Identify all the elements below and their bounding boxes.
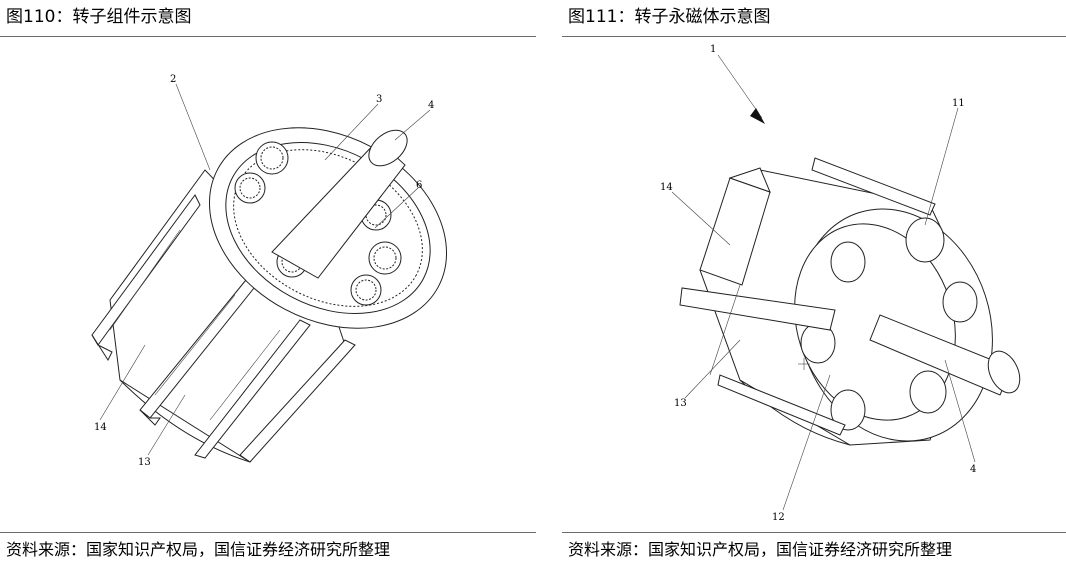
figure-111-source: 资料来源：国家知识产权局，国信证券经济研究所整理 [568, 540, 953, 559]
direction-arrow [717, 54, 765, 124]
figure-110-panel: 图110：转子组件示意图 [0, 7, 536, 559]
figure-110-title: 图110：转子组件示意图 [6, 7, 192, 27]
label-11: 11 [952, 98, 965, 109]
label-14: 14 [94, 422, 107, 433]
label-14: 14 [660, 182, 673, 193]
figure-110-bottom-rule [0, 532, 536, 533]
label-6: 6 [416, 180, 422, 191]
magnet-bars [679, 157, 936, 436]
label-12: 12 [772, 512, 785, 523]
leader-lines [99, 83, 431, 456]
label-13: 13 [138, 457, 151, 468]
shaft [271, 129, 408, 279]
figure-110-drawing: 2 3 4 6 14 13 [91, 74, 448, 468]
label-3: 3 [376, 94, 382, 105]
label-4: 4 [970, 464, 976, 475]
magnet-slats [91, 194, 356, 463]
figure-110-top-rule [0, 36, 536, 37]
figure-111-panel: 图111：转子永磁体示意图 [562, 0, 1066, 570]
figure-111-drawing: 1 11 14 13 4 12 [660, 44, 1021, 523]
shaft [869, 314, 1021, 396]
label-4: 4 [428, 100, 434, 111]
label-13: 13 [674, 398, 687, 409]
leader-lines [671, 107, 976, 511]
figure-110-source: 资料来源：国家知识产权局，国信证券经济研究所整理 [6, 540, 391, 559]
figure-111-top-rule [562, 36, 1066, 37]
label-2: 2 [170, 74, 176, 85]
magnet-pockets [800, 217, 978, 431]
figure-111-title: 图111：转子永磁体示意图 [568, 7, 771, 27]
center-mark [798, 358, 810, 370]
label-1: 1 [710, 44, 716, 55]
figure-111-bottom-rule [562, 532, 1066, 533]
